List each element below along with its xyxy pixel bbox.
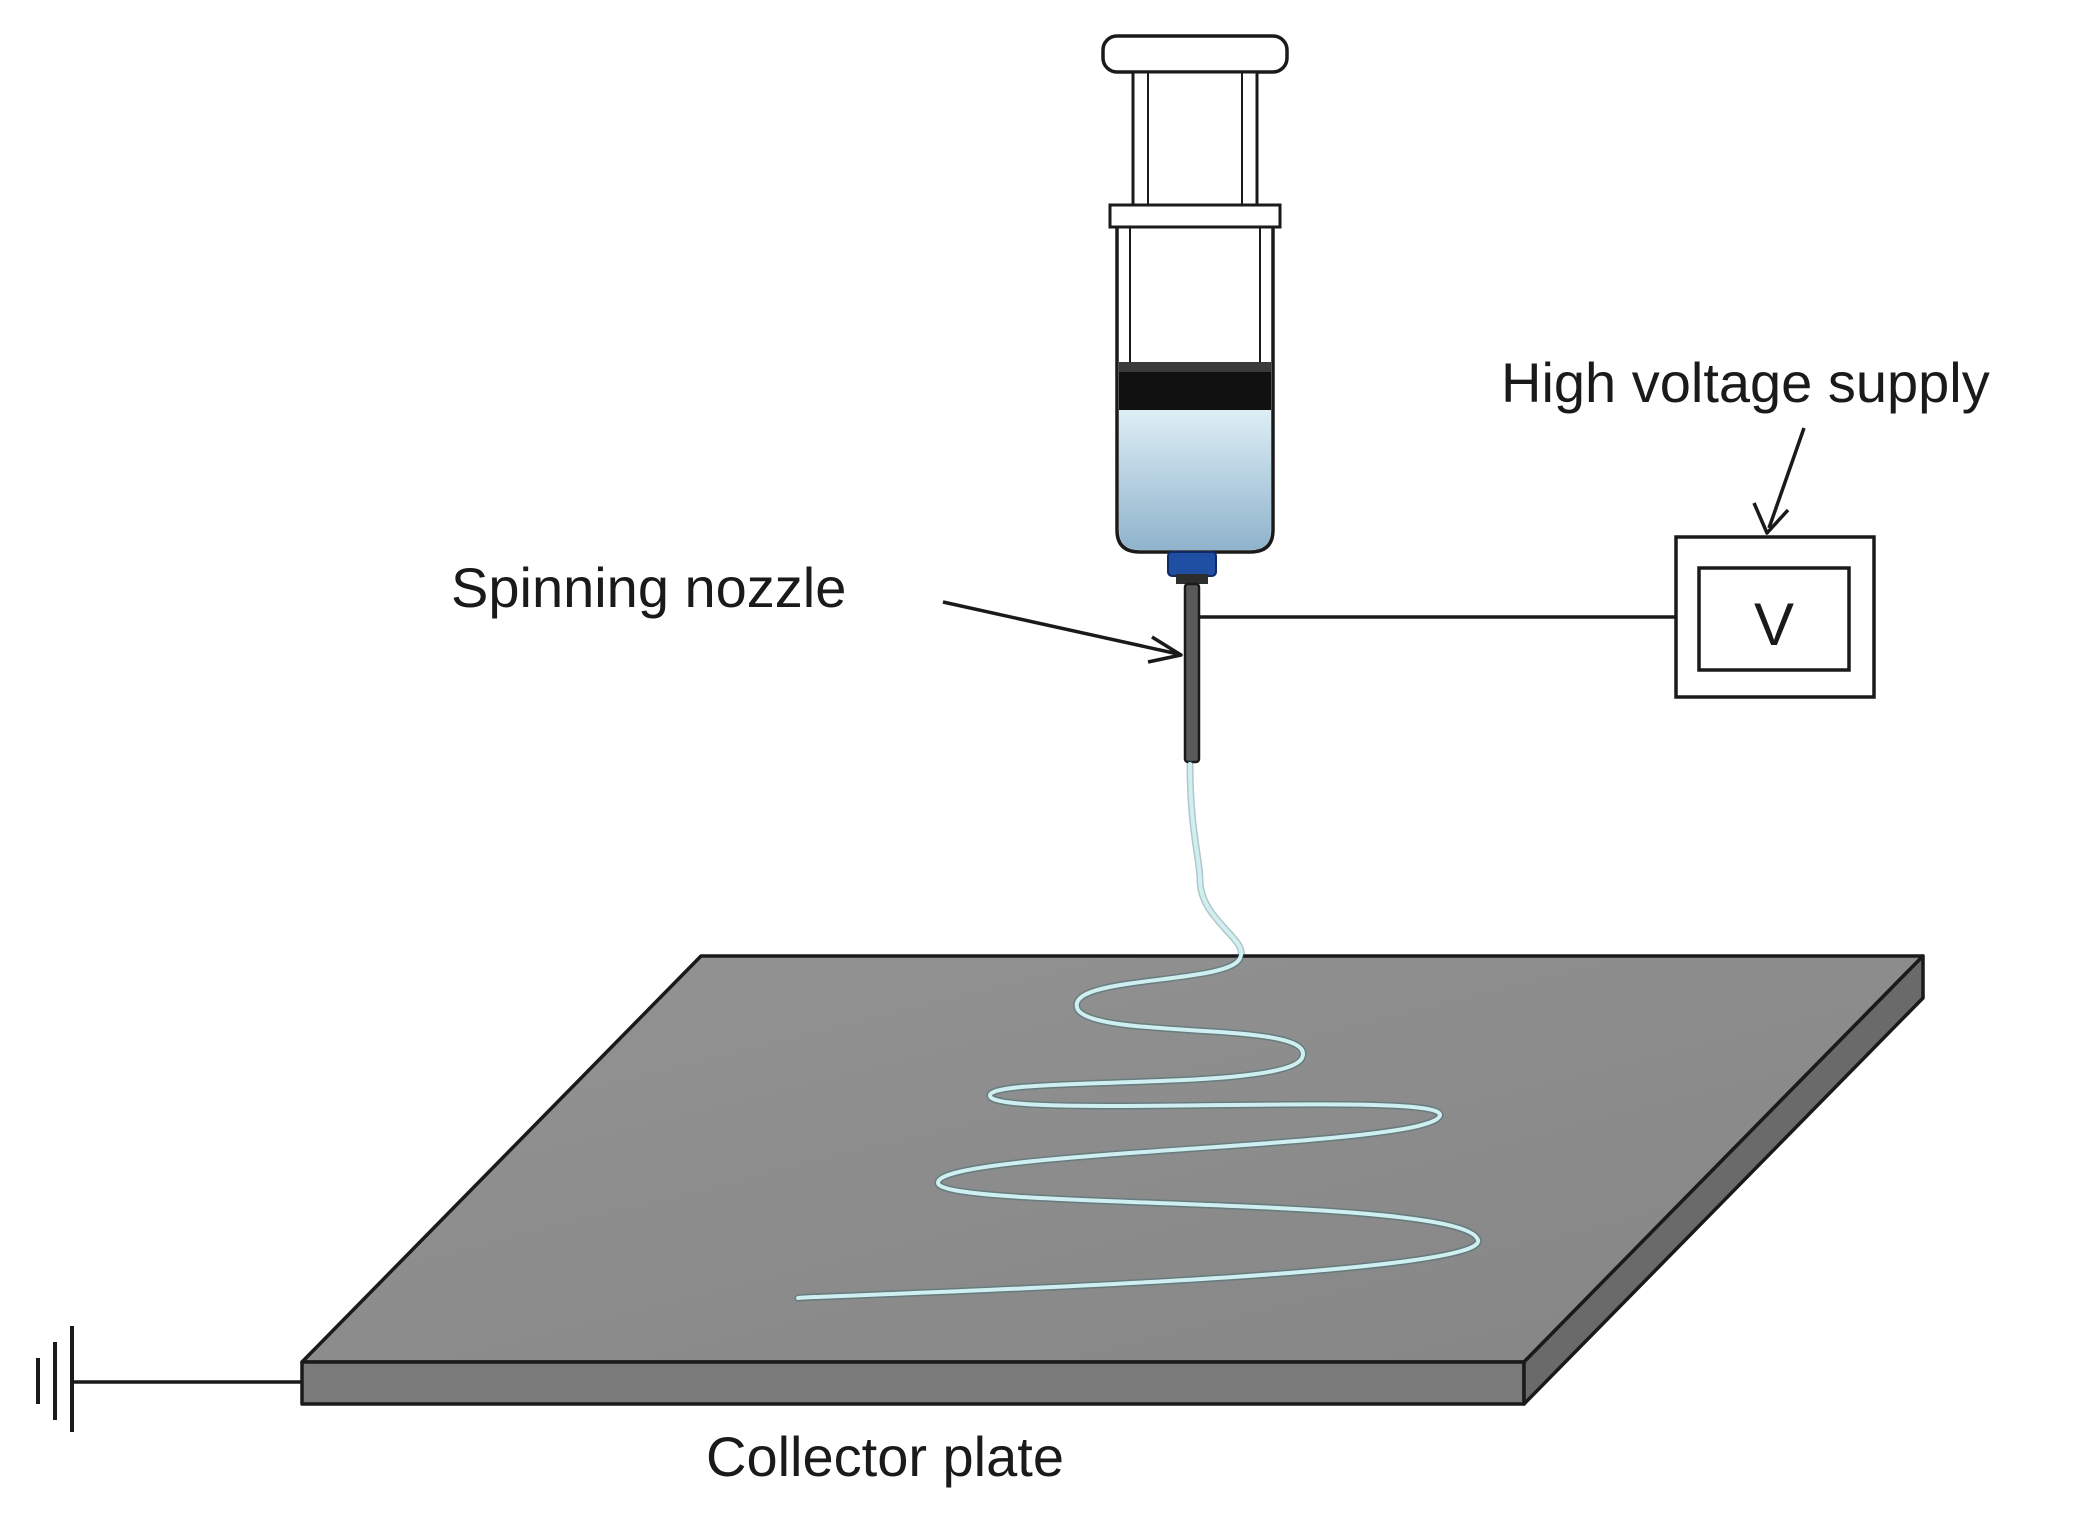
supply-arrow-head bbox=[1752, 502, 1790, 535]
high-voltage-supply: V High voltage supply bbox=[1199, 351, 1990, 699]
voltmeter-symbol: V bbox=[1754, 591, 1794, 658]
collector-plate-label: Collector plate bbox=[706, 1425, 1064, 1488]
spinning-nozzle-needle bbox=[1183, 582, 1201, 764]
plate-top-face bbox=[300, 954, 1925, 1364]
plate-side-face bbox=[1522, 954, 1925, 1406]
high-voltage-supply-label: High voltage supply bbox=[1501, 351, 1990, 414]
voltmeter-window bbox=[1697, 566, 1851, 672]
nozzle-arrow-shaft bbox=[942, 600, 1179, 656]
plate-front-face bbox=[300, 1360, 1526, 1406]
ground-symbol-icon bbox=[36, 1326, 302, 1432]
spinning-nozzle-label: Spinning nozzle bbox=[451, 556, 846, 619]
supply-arrow-shaft bbox=[1767, 427, 1806, 529]
nozzle-arrow-head bbox=[1147, 635, 1183, 664]
spinning-nozzle-callout: Spinning nozzle bbox=[451, 556, 1183, 664]
polymer-solution bbox=[1119, 410, 1271, 550]
nozzle-hub bbox=[1167, 551, 1217, 577]
syringe bbox=[1101, 34, 1289, 764]
collector-plate: Collector plate bbox=[300, 954, 1925, 1488]
plunger-cap bbox=[1101, 34, 1289, 74]
barrel-rim bbox=[1108, 203, 1282, 229]
fiber-jet-core bbox=[796, 762, 1480, 1300]
